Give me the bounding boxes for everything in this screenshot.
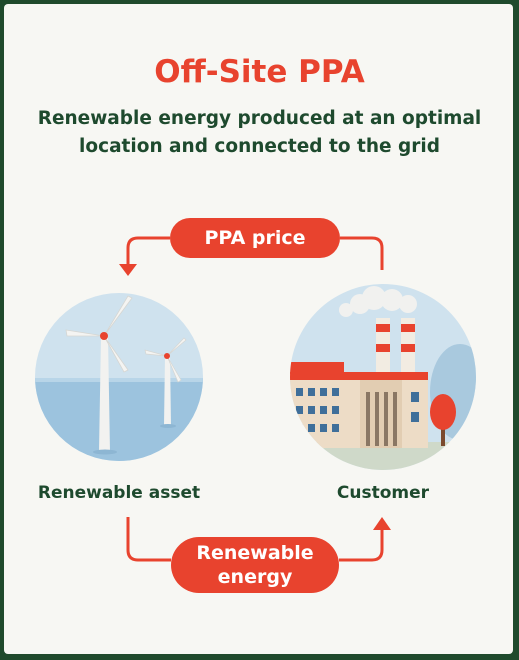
renewable-energy-badge: Renewable energy [171,537,339,593]
page-title: Off-Site PPA [154,54,365,90]
renewable-asset-label: Renewable asset [37,483,201,503]
top-arrow-head [119,264,137,276]
wind-farm-illustration [35,293,203,461]
bottom-arrow [126,517,384,562]
top-arrow [126,236,384,270]
factory-illustration [290,284,476,470]
customer-label: Customer [336,483,430,503]
page-subtitle: Renewable energy produced at an optimal … [37,108,482,157]
bottom-arrow-head [373,517,391,530]
ppa-price-badge: PPA price [170,218,340,258]
